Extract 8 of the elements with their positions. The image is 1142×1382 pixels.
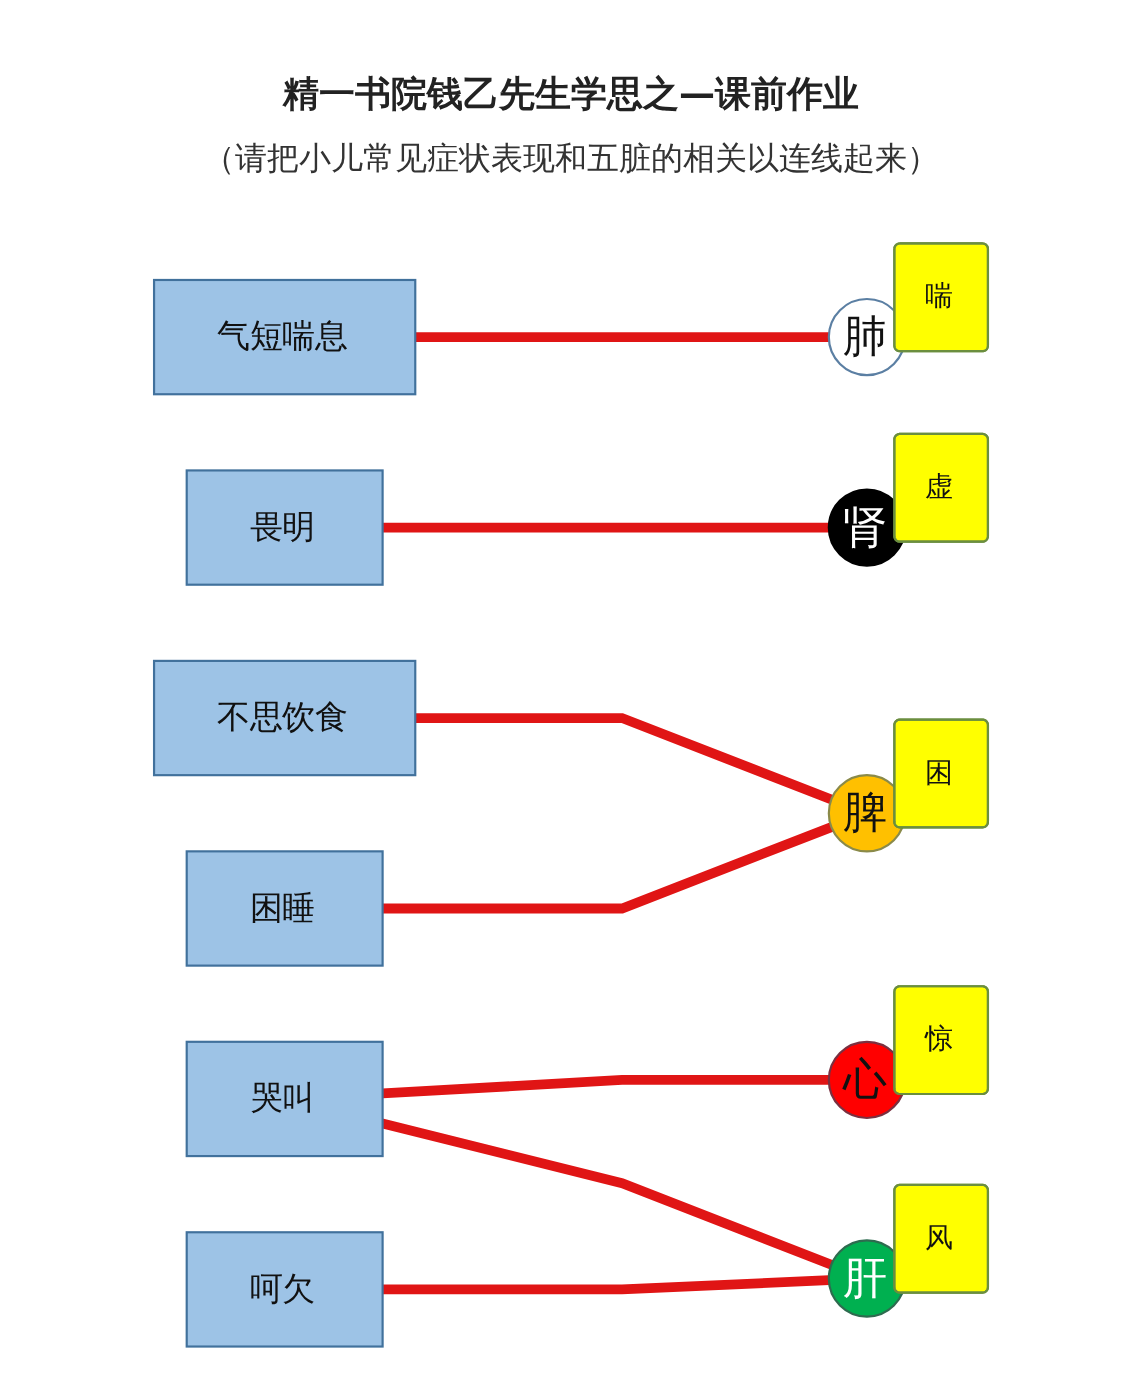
node-box: 困睡 xyxy=(185,850,384,967)
node-box: 气短喘息 xyxy=(152,278,417,396)
node-box: 哭叫 xyxy=(185,1040,384,1158)
instruction-text: （请把小儿常见症状表现和五脏的相关以连线起来） xyxy=(203,138,939,179)
node-box: 不思饮食 xyxy=(152,659,417,777)
title: 精一书院钱乙先生学思之—课前作业 xyxy=(283,72,859,116)
node-box: 呵欠 xyxy=(185,1231,384,1348)
node-box: 畏明 xyxy=(185,469,384,586)
